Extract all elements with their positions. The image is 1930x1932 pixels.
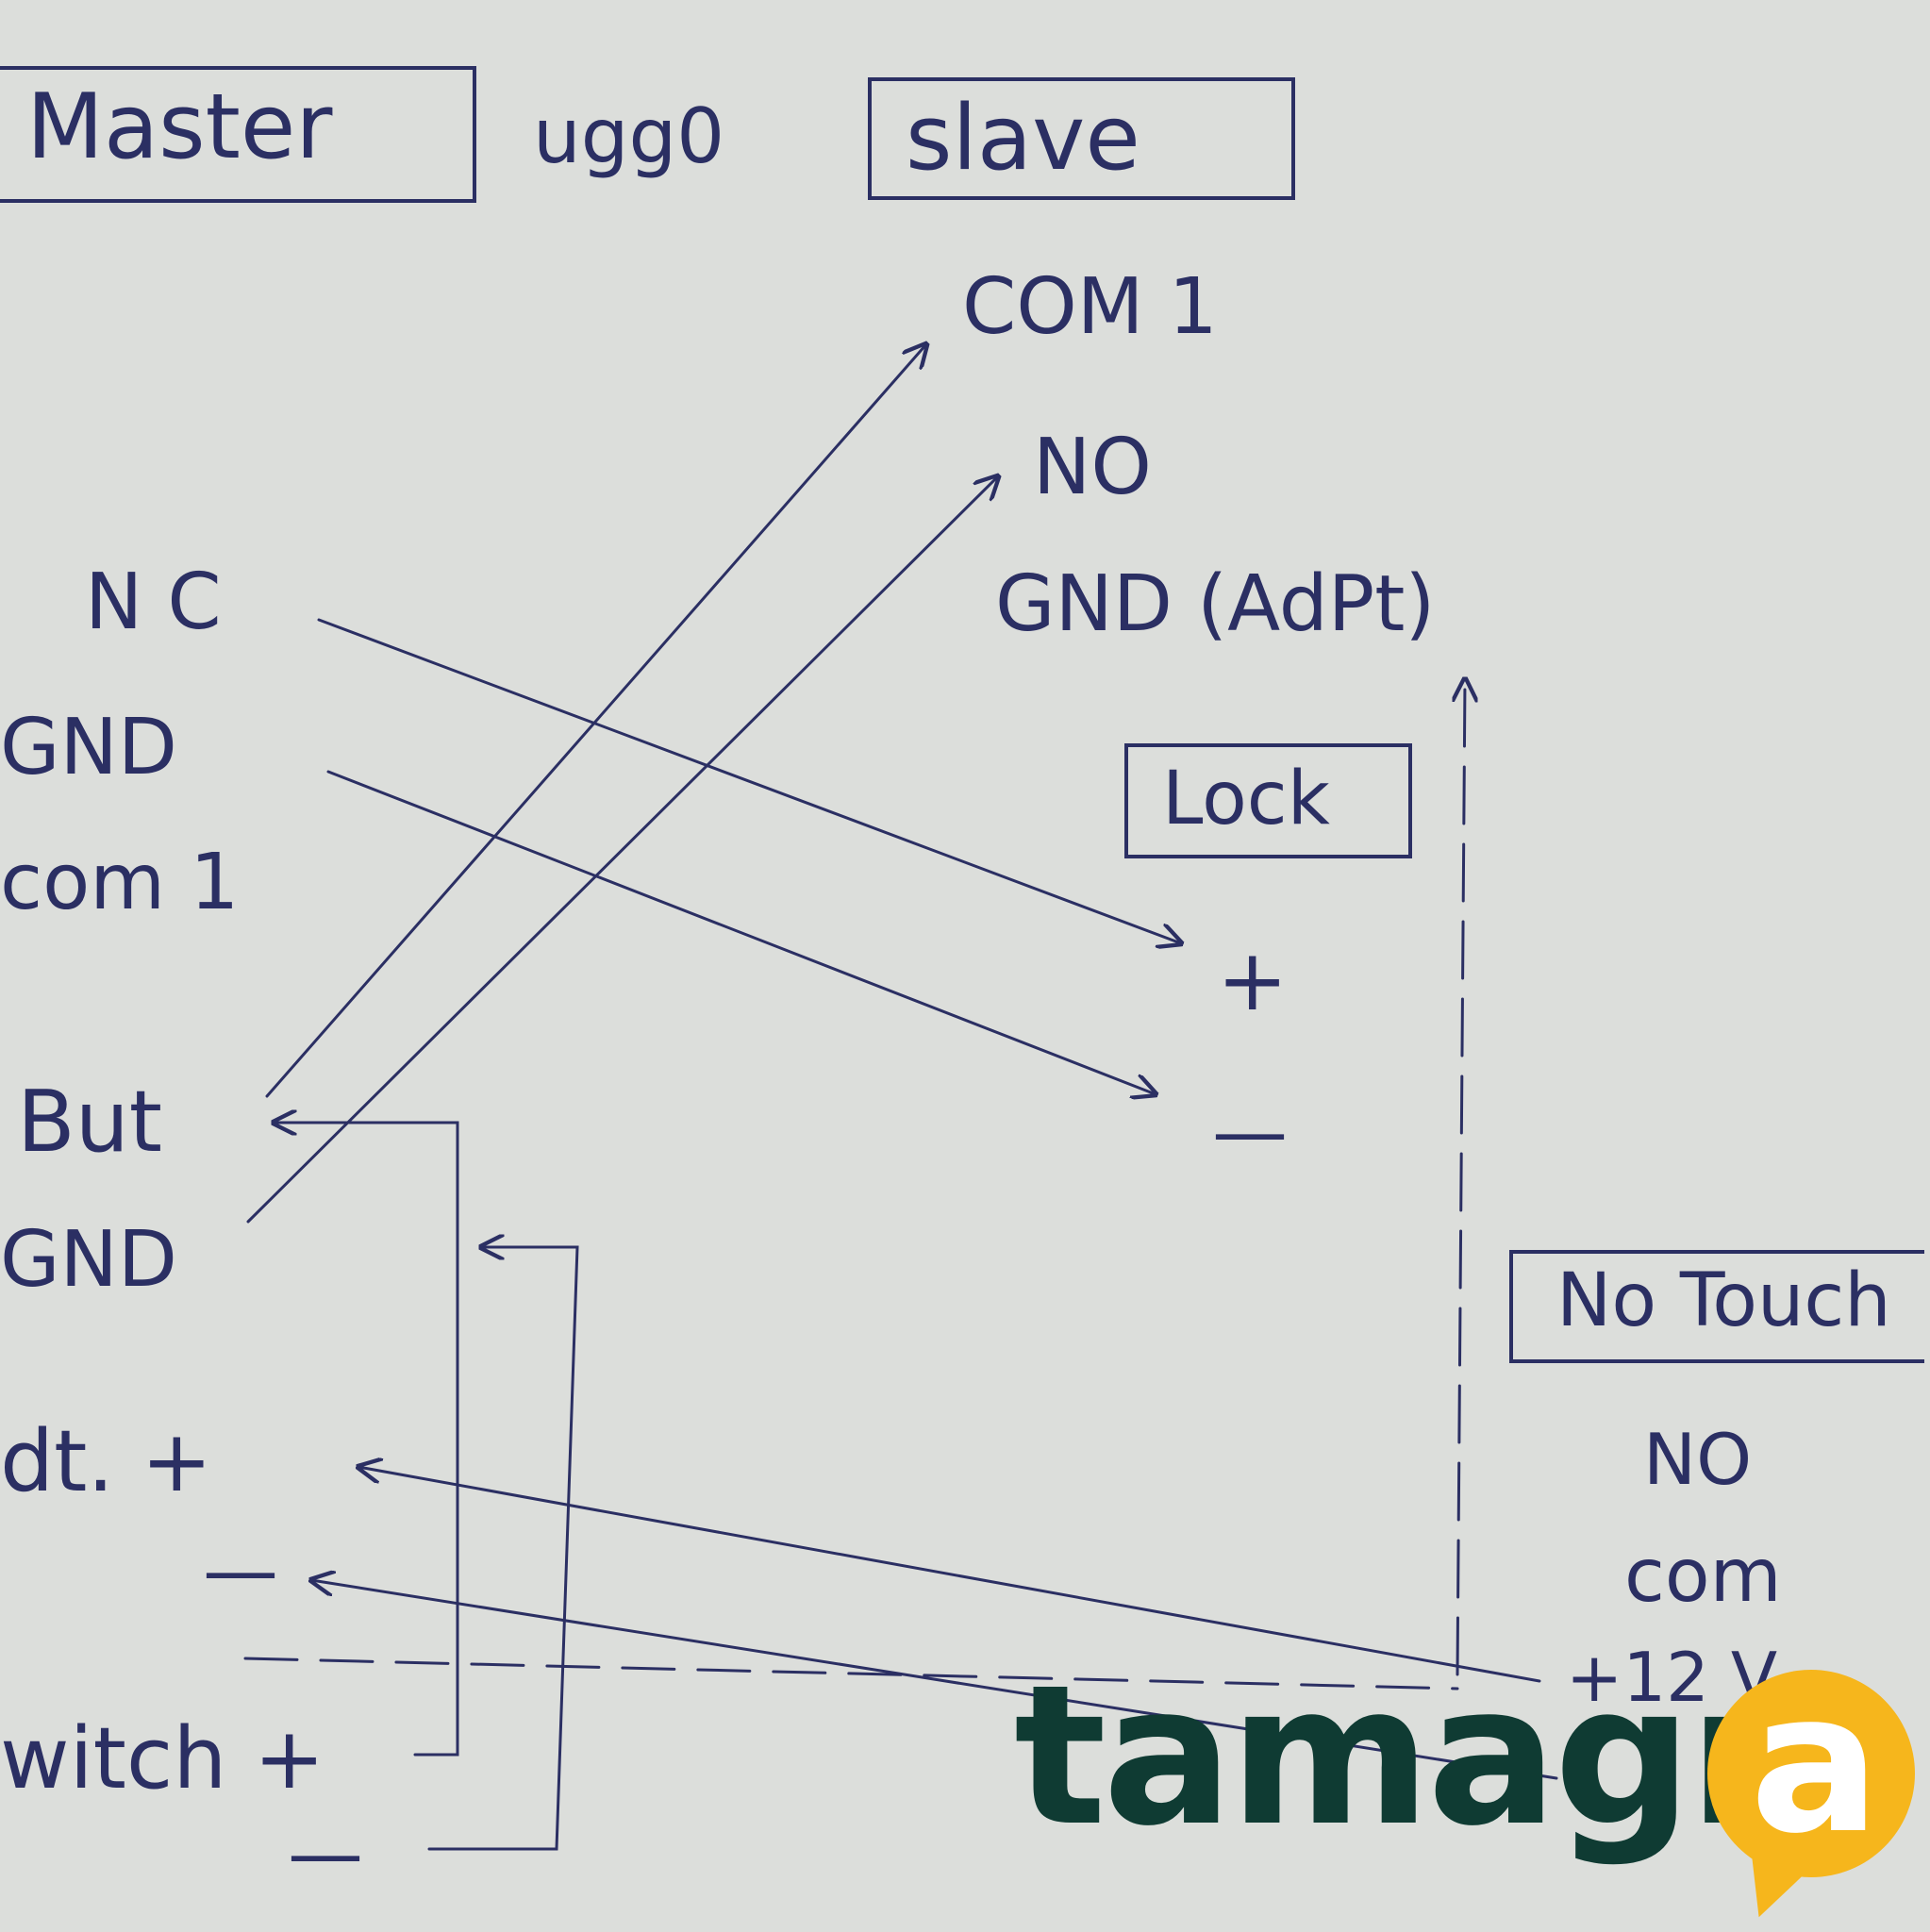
logo-speech-bubble-icon — [1707, 1670, 1915, 1877]
master-but-label: But — [17, 1073, 163, 1172]
slave-label: slave — [906, 87, 1140, 191]
wire-dashed-vertical — [1457, 679, 1465, 1676]
master-com1-label: com 1 — [0, 838, 240, 927]
slave-box — [868, 77, 1295, 200]
slave-com1-label: COM 1 — [962, 262, 1218, 352]
wire-switch-plus-to-but — [274, 1123, 459, 1757]
lock-plus-label: + — [1217, 931, 1289, 1030]
no-touch-title: No Touch — [1556, 1258, 1891, 1343]
master-adapter-minus-label: — — [203, 1526, 278, 1614]
model-label: ugg0 — [533, 92, 725, 180]
no-touch-no-label: NO — [1643, 1418, 1753, 1501]
master-gnd-label: GND — [0, 703, 178, 792]
slave-gnd-adpt-label: GND (AdPt) — [995, 559, 1436, 649]
master-label: Master — [26, 75, 333, 179]
master-adapter-plus-label: dt. + — [0, 1412, 213, 1511]
master-switch-minus-label: — — [288, 1809, 363, 1897]
master-nc-label: N C — [85, 558, 222, 647]
no-touch-box — [1509, 1250, 1924, 1363]
tamagna-logo: tamagn a — [1014, 1644, 1920, 1932]
lock-minus-label: — — [1212, 1088, 1288, 1175]
wire-dashed-horizontal — [243, 1657, 1459, 1690]
master-switch-plus-label: witch + — [0, 1709, 325, 1808]
wire-gnd2-to-slave-no — [246, 476, 998, 1224]
wire-adapter-minus — [311, 1580, 1558, 1780]
wire-but-to-slave-com1 — [265, 344, 926, 1098]
logo-accent-letter: a — [1750, 1652, 1881, 1876]
wire-nc-to-lock-plus — [317, 618, 1181, 943]
lock-title: Lock — [1162, 757, 1330, 841]
no-touch-com-label: com — [1624, 1534, 1782, 1619]
wire-adapter-plus-to-notouch — [358, 1467, 1541, 1683]
wire-switch-minus-to-gnd2 — [427, 1247, 579, 1851]
lock-box — [1124, 743, 1412, 858]
master-box — [0, 66, 476, 203]
wire-gnd-to-lock-minus — [326, 770, 1156, 1094]
logo-wordmark: tamagn — [1014, 1644, 1826, 1869]
slave-no-label: NO — [1033, 423, 1152, 512]
master-gnd2-label: GND — [0, 1215, 178, 1305]
